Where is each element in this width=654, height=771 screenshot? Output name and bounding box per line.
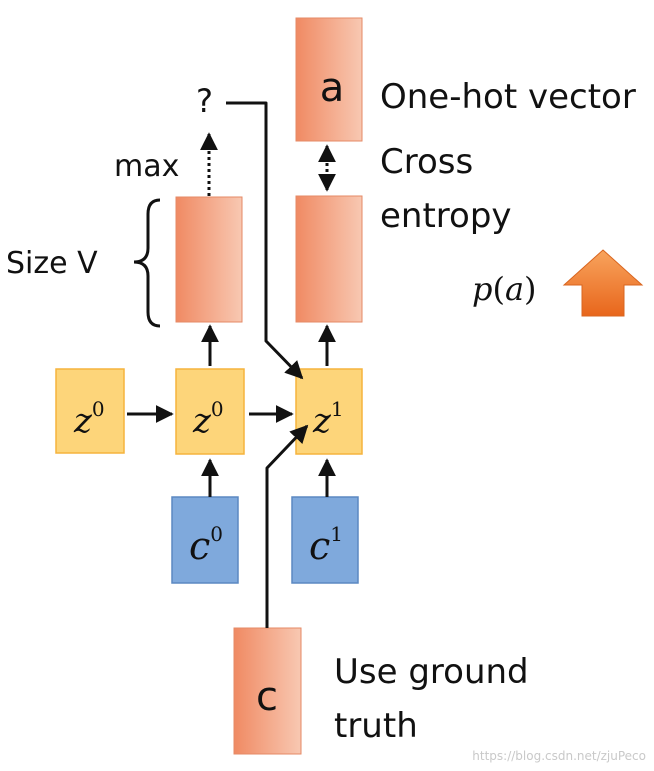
ground-truth-box-c-label: c	[256, 674, 278, 720]
one-hot-vector-label: One-hot vector	[380, 77, 636, 117]
arrow-ground-truth-to-z1	[265, 424, 309, 628]
watermark: https://blog.csdn.net/zjuPeco	[472, 749, 646, 763]
arrow-question-to-z1	[226, 101, 304, 380]
state-box-z0	[175, 368, 245, 455]
context-box-c1	[291, 496, 359, 584]
output-box-a-label: a	[320, 65, 345, 111]
distribution-box-0	[175, 196, 243, 323]
state-z0-initial-label: z0	[73, 397, 105, 441]
context-c0-label: c0	[189, 522, 223, 568]
size-v-brace	[133, 198, 161, 328]
use-ground-label: Use ground	[334, 652, 529, 692]
truth-label: truth	[334, 706, 418, 746]
up-arrow-icon	[562, 249, 644, 317]
distribution-box-1	[295, 195, 363, 323]
cross-label: Cross	[380, 142, 473, 182]
max-label: max	[114, 149, 179, 184]
ground-truth-box-c	[233, 627, 302, 755]
state-z1-label: z1	[312, 397, 344, 441]
entropy-label: entropy	[380, 196, 512, 236]
state-z0-label: z0	[192, 397, 224, 441]
context-box-c0	[171, 496, 239, 584]
probability-formula: p(a)	[472, 270, 537, 308]
output-box-a	[295, 17, 363, 142]
size-v-label: Size V	[6, 246, 98, 281]
context-c1-label: c1	[309, 522, 343, 568]
question-mark-label: ?	[196, 82, 213, 120]
state-box-z0-initial	[55, 368, 125, 454]
